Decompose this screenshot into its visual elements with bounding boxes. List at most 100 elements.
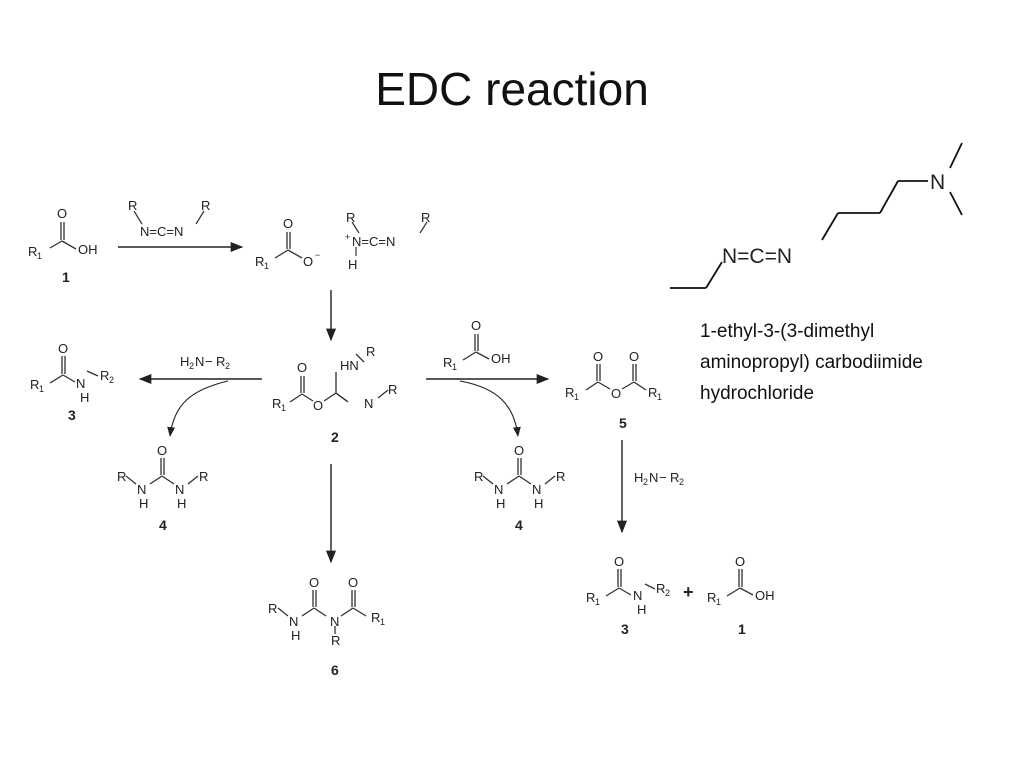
compound-1-regenerated	[726, 569, 754, 597]
carboxylate-o-minus: O	[303, 254, 313, 269]
compound-5-number: 5	[619, 415, 627, 431]
reagent-r-left: R	[128, 198, 137, 213]
protonated-r-left: R	[346, 210, 355, 225]
edc-structure	[670, 142, 963, 289]
compound-1-regen-r-sub: 1	[716, 597, 721, 607]
edc-name-line-3: hydrochloride	[700, 383, 815, 404]
compound-4-left-n2: N	[175, 482, 184, 497]
compound-4-right-r1: R	[474, 469, 483, 484]
compound-6-o1: O	[309, 575, 319, 590]
compound-1-carboxylic-acid	[49, 222, 77, 250]
compound-6-n1: N	[289, 614, 298, 629]
curved-arrow-to-urea-left	[167, 380, 229, 437]
compound-4-urea-left	[125, 458, 199, 485]
compound-4-right-o: O	[514, 443, 524, 458]
amine-left-h: H	[180, 354, 189, 369]
acid-reagent-r-sub: 1	[452, 362, 457, 372]
compound-5-anhydride	[585, 364, 647, 391]
compound-4-left-r1: R	[117, 469, 126, 484]
slide-title: EDC reaction	[375, 63, 649, 115]
compound-3-left-r2: R	[100, 368, 109, 383]
compound-2-o-carbonyl: O	[297, 360, 307, 375]
compound-6-r1: R	[371, 610, 380, 625]
carboxylate-r: R	[255, 254, 264, 269]
compound-2-number: 2	[331, 429, 339, 445]
compound-4-urea-right	[482, 458, 556, 485]
protonated-h: H	[348, 257, 357, 272]
compound-5-r-left-sub: 1	[574, 392, 579, 402]
plus-sign: +	[683, 582, 694, 602]
compound-3-left-r: R	[30, 377, 39, 392]
compound-6-o2: O	[348, 575, 358, 590]
protonated-carbodiimide-chain: N=C=N	[352, 234, 395, 249]
compound-5-o-bridge: O	[611, 386, 621, 401]
compound-2-r-top: R	[366, 344, 375, 359]
compound-2-r-right: R	[388, 382, 397, 397]
amine-right-r: R	[670, 470, 679, 485]
compound-3-left-o: O	[58, 341, 68, 356]
amine-right-r-sub: 2	[679, 477, 684, 487]
amine-left-h-sub: 2	[189, 361, 194, 371]
amine-right-h: H	[634, 470, 643, 485]
compound-6-n2: N	[330, 614, 339, 629]
compound-4-left-number: 4	[159, 517, 167, 533]
compound-3-right-o: O	[614, 554, 624, 569]
edc-carbodiimide: N=C=N	[722, 245, 792, 268]
compound-5-r-left: R	[565, 385, 574, 400]
compound-6-n-acylurea	[277, 590, 367, 634]
compound-2-r: R	[272, 396, 281, 411]
amine-left-r: R	[216, 354, 225, 369]
protonated-carbodiimide	[351, 221, 428, 256]
compound-5-o1: O	[593, 349, 603, 364]
compound-1-regen-oh: OH	[755, 588, 775, 603]
compound-3-left-number: 3	[68, 407, 76, 423]
compound-6-h: H	[291, 628, 300, 643]
edc-name-line-1: 1-ethyl-3-(3-dimethyl	[700, 321, 875, 342]
carboxylate-r-sub: 1	[264, 261, 269, 271]
compound-3-right-r2-sub: 2	[665, 588, 670, 598]
compound-3-right-n: N	[633, 588, 642, 603]
edc-name-line-2: aminopropyl) carbodiimide	[700, 352, 923, 373]
carboxylate-charge: −	[315, 250, 320, 260]
compound-6-r: R	[268, 601, 277, 616]
compound-3-right-r2: R	[656, 581, 665, 596]
compound-4-right-n2: N	[532, 482, 541, 497]
carboxylate-ion	[274, 232, 303, 259]
edc-full-name: 1-ethyl-3-(3-dimethyl aminopropyl) carbo…	[700, 316, 923, 409]
amine-left-n: N	[195, 354, 204, 369]
compound-1-oh: OH	[78, 242, 98, 257]
compound-4-left-h1: H	[139, 496, 148, 511]
reagent-r-right: R	[201, 198, 210, 213]
compound-6-number: 6	[331, 662, 339, 678]
compound-4-right-n1: N	[494, 482, 503, 497]
compound-3-right-r-sub: 1	[595, 597, 600, 607]
compound-4-left-h2: H	[177, 496, 186, 511]
compound-3-left-r2-sub: 2	[109, 375, 114, 385]
compound-1-regen-number: 1	[738, 621, 746, 637]
compound-2-hn: HN	[340, 358, 359, 373]
amine-left-r-sub: 2	[225, 361, 230, 371]
acid-reagent-o: O	[471, 318, 481, 333]
compound-2-r-sub: 1	[281, 403, 286, 413]
curved-arrow-to-urea-right	[459, 380, 521, 437]
compound-4-right-h1: H	[496, 496, 505, 511]
protonated-plus: +	[345, 232, 350, 242]
compound-2-o-acylisourea	[289, 353, 389, 403]
amine-left-dash: −	[205, 354, 213, 369]
carbodiimide-reagent	[133, 210, 205, 225]
protonated-r-right: R	[421, 210, 430, 225]
compound-2-o-ester: O	[313, 398, 323, 413]
compound-1-r: R	[28, 244, 37, 259]
amine-right-n: N	[649, 470, 658, 485]
compound-3-left-n: N	[76, 376, 85, 391]
compound-3-left-h: H	[80, 390, 89, 405]
compound-4-left-o: O	[157, 443, 167, 458]
compound-3-amide-left	[49, 356, 99, 384]
compound-4-right-h2: H	[534, 496, 543, 511]
acid-reagent-r: R	[443, 355, 452, 370]
compound-3-amide-right	[605, 569, 656, 597]
edc-dimethylamino-n: N	[930, 171, 945, 194]
compound-4-right-number: 4	[515, 517, 523, 533]
acid-reagent-oh: OH	[491, 351, 511, 366]
